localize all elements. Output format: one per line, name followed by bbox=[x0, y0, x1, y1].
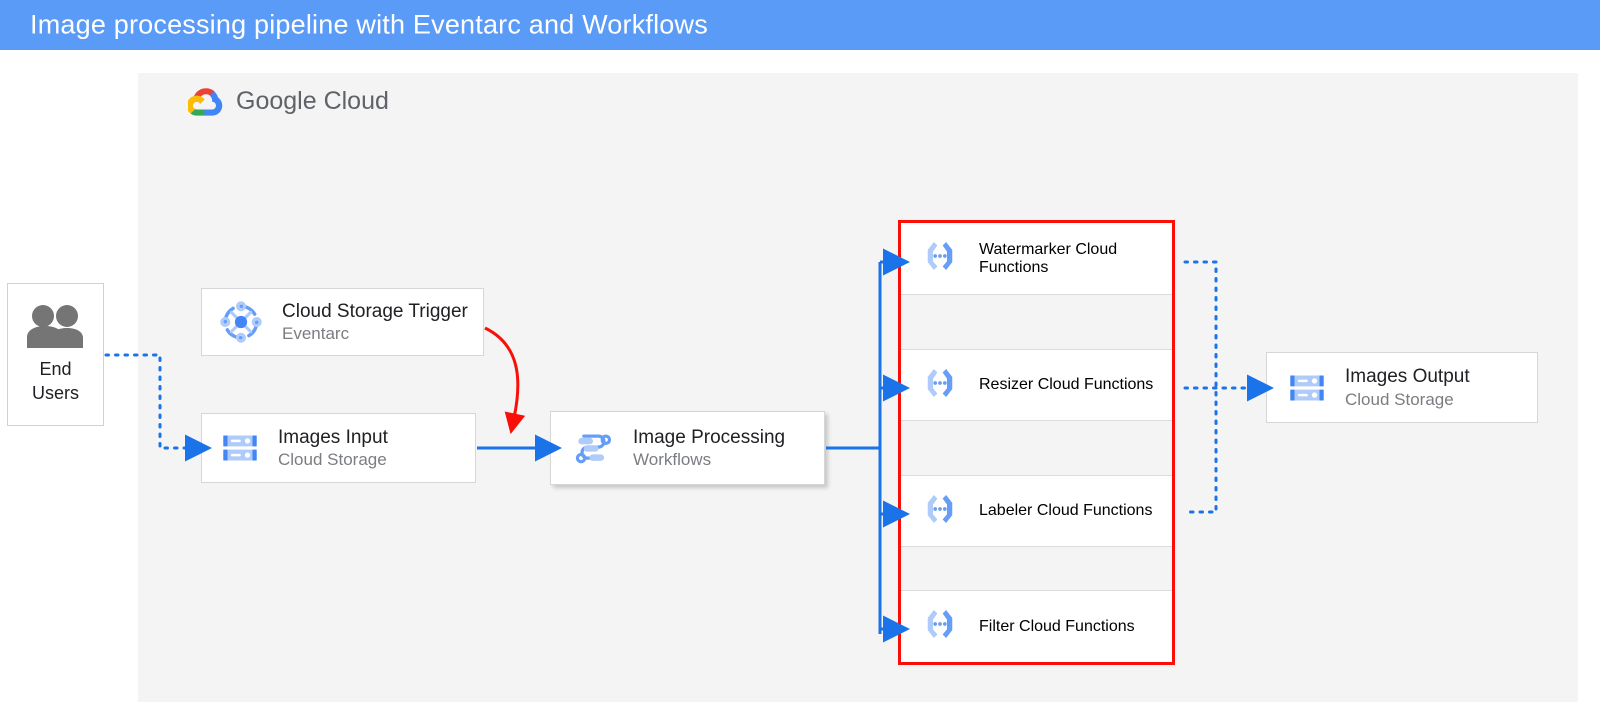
cloud-functions-icon bbox=[919, 603, 961, 650]
google-cloud-logo-icon bbox=[188, 88, 223, 116]
function-subtitle: Cloud Functions bbox=[1019, 617, 1135, 635]
function-labels: Labeler Cloud Functions bbox=[979, 502, 1152, 520]
node-title: Image Processing bbox=[633, 426, 786, 448]
cloud-storage-icon bbox=[1287, 368, 1327, 408]
function-title: Labeler bbox=[979, 502, 1033, 519]
images-input-labels: Images Input Cloud Storage bbox=[278, 426, 388, 471]
end-users-label-line2: Users bbox=[31, 382, 79, 403]
cloud-storage-icon bbox=[220, 428, 260, 468]
cloud-storage-trigger-labels: Cloud Storage Trigger Eventarc bbox=[282, 300, 468, 345]
node-title: Images Output bbox=[1345, 366, 1470, 387]
node-title: Cloud Storage Trigger bbox=[282, 300, 468, 322]
function-subtitle: Cloud Functions bbox=[979, 240, 1118, 276]
cloud-functions-icon bbox=[919, 235, 961, 282]
title-bar: Image processing pipeline with Eventarc … bbox=[0, 0, 1600, 50]
images-input-node[interactable]: Images Input Cloud Storage bbox=[201, 413, 476, 483]
node-subtitle: Cloud Storage bbox=[278, 450, 387, 470]
function-card-labeler[interactable]: Labeler Cloud Functions bbox=[901, 475, 1172, 547]
function-subtitle: Cloud Functions bbox=[1037, 376, 1154, 393]
logo-word-cloud: Cloud bbox=[323, 86, 389, 115]
cloud-functions-icon bbox=[919, 488, 961, 535]
function-subtitle: Cloud Functions bbox=[1036, 502, 1153, 519]
images-output-labels: Images Output Cloud Storage bbox=[1345, 365, 1470, 410]
node-subtitle: Cloud Storage bbox=[1345, 389, 1454, 409]
function-labels: Resizer Cloud Functions bbox=[979, 376, 1153, 394]
users-icon bbox=[26, 305, 83, 349]
function-card-filter[interactable]: Filter Cloud Functions bbox=[901, 590, 1172, 662]
function-card-resizer[interactable]: Resizer Cloud Functions bbox=[901, 349, 1172, 421]
function-title: Resizer bbox=[979, 376, 1034, 393]
cloud-storage-trigger-node[interactable]: Cloud Storage Trigger Eventarc bbox=[201, 288, 484, 356]
image-processing-node[interactable]: Image Processing Workflows bbox=[550, 411, 825, 485]
eventarc-icon bbox=[220, 301, 262, 343]
page-title: Image processing pipeline with Eventarc … bbox=[30, 9, 708, 40]
end-users-node[interactable]: End Users bbox=[7, 283, 104, 426]
function-labels: Watermarker Cloud Functions bbox=[979, 241, 1172, 277]
function-title: Watermarker bbox=[979, 240, 1071, 258]
function-card-watermarker[interactable]: Watermarker Cloud Functions bbox=[901, 223, 1172, 295]
image-processing-labels: Image Processing Workflows bbox=[633, 426, 785, 471]
cloud-functions-icon bbox=[919, 362, 961, 409]
function-title: Filter bbox=[979, 617, 1015, 635]
node-title: Images Input bbox=[278, 426, 388, 448]
google-cloud-logo-text: Google Cloud bbox=[236, 87, 389, 116]
workflows-icon bbox=[571, 426, 615, 470]
logo-word-google: Google bbox=[236, 86, 317, 115]
end-users-label-line1: End bbox=[39, 359, 72, 380]
node-subtitle: Eventarc bbox=[282, 324, 350, 344]
function-labels: Filter Cloud Functions bbox=[979, 618, 1135, 636]
node-subtitle: Workflows bbox=[633, 450, 712, 470]
google-cloud-logo: Google Cloud bbox=[188, 84, 389, 118]
cloud-functions-group: Watermarker Cloud Functions Resizer Clou… bbox=[898, 220, 1175, 665]
images-output-node[interactable]: Images Output Cloud Storage bbox=[1266, 352, 1538, 423]
end-users-label: End Users bbox=[32, 358, 79, 405]
